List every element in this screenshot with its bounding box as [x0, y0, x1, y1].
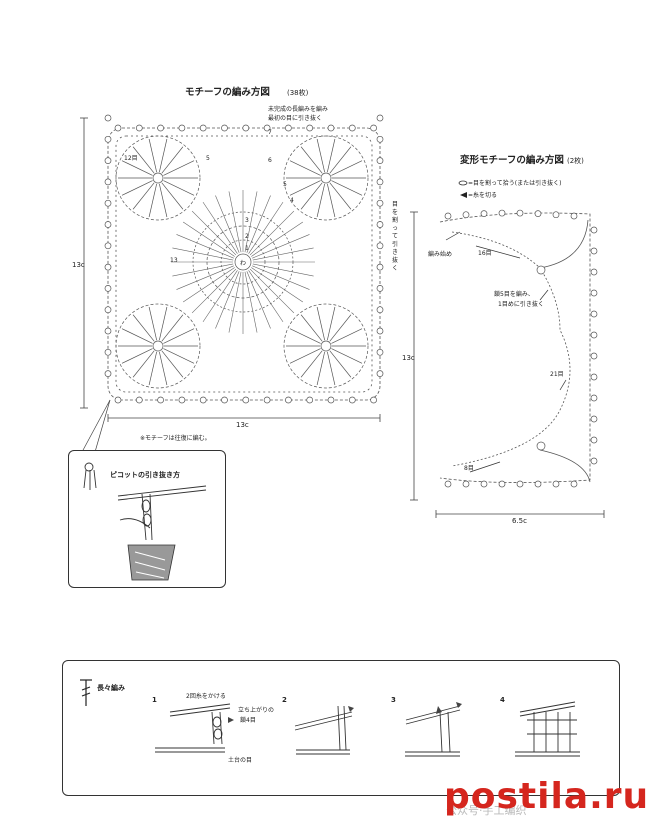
motif-footnote: ※モチーフは往復に編む。	[140, 434, 211, 442]
note-stand-1: 立ち上がりの	[238, 706, 274, 714]
motif-dim-height: 13c	[72, 261, 85, 269]
svg-text:て: て	[392, 233, 398, 240]
note-base: 土台の目	[228, 756, 252, 764]
svg-text:く: く	[392, 265, 398, 272]
stitch-box	[62, 660, 620, 796]
variant-picots	[444, 209, 598, 488]
treble-symbol-icon	[80, 679, 92, 706]
variant-label-chain-1: 鎖5目を編み、	[494, 290, 534, 298]
svg-text:目: 目	[392, 201, 398, 208]
stitch-title: 長々編み	[97, 683, 125, 692]
motif-corner-fans	[115, 135, 369, 389]
motif-note-top-1: 未完成の長編みを編み	[268, 105, 328, 113]
picot-title: ピコットの引き抜き方	[110, 470, 180, 479]
round-label-5: 5	[283, 181, 287, 188]
watermark-logo: postila.ru	[444, 776, 650, 817]
variant-title: 変形モチーフの編み方図	[460, 154, 564, 166]
step-label-3: 3	[391, 696, 396, 704]
step-label-4: 4	[500, 696, 505, 704]
variant-count: (2枚)	[567, 156, 584, 165]
round-label-4: 4	[290, 197, 294, 204]
round-label-1: 1	[245, 245, 249, 252]
legend-cut-icon	[460, 192, 467, 198]
variant-legend-2: =糸を切る	[468, 191, 497, 199]
motif-title: モチーフの編み方図	[185, 86, 270, 98]
round-label-3: 3	[245, 217, 249, 224]
svg-text:割: 割	[392, 216, 398, 224]
motif-dim-width: 13c	[236, 421, 249, 429]
round-label-5b: 5	[206, 155, 210, 162]
variant-diagram: 変形モチーフの編み方図 (2枚) =目を割って拾う(または引き抜く) =糸を切る…	[402, 154, 605, 525]
variant-dim-width: 6.5c	[512, 517, 527, 525]
variant-label-start: 編み始め	[428, 250, 452, 258]
step-label-1: 1	[152, 696, 157, 704]
motif-count: (38枚)	[287, 88, 309, 97]
motif-picots	[104, 114, 384, 404]
variant-label-16: 16目	[478, 250, 492, 257]
variant-label-21: 21目	[550, 371, 564, 378]
svg-text:引: 引	[392, 240, 398, 248]
picot-illustration: ピコットの引き抜き方	[83, 462, 207, 581]
watermark-text: 公众号·手工编织	[446, 804, 527, 817]
variant-outline	[439, 212, 591, 483]
round-label-7: 7	[268, 129, 272, 136]
legend-split-icon	[458, 180, 468, 186]
svg-text:き: き	[392, 249, 398, 256]
variant-label-chain-2: 1目めに引き抜く	[498, 300, 544, 308]
round-label-6: 6	[268, 157, 272, 164]
variant-legend-1: =目を割って拾う(または引き抜く)	[468, 179, 561, 187]
round-label-2: 2	[245, 233, 249, 240]
motif-note-top-2: 最初の目に引き抜く	[268, 114, 322, 122]
motif-spokes	[171, 190, 315, 334]
variant-ring-bottom	[536, 441, 546, 451]
step-label-2: 2	[282, 696, 287, 704]
svg-text:抜: 抜	[392, 256, 398, 264]
svg-text:っ: っ	[392, 225, 398, 232]
variant-label-8: 8目	[464, 465, 474, 472]
note-stand-2: 鎖4目	[240, 716, 256, 724]
round-label-12: 12目	[124, 155, 138, 162]
motif-chart-svg: モチーフの編み方図 (38枚) 未完成の長編みを編み 最初の目に引き抜く 13c…	[72, 86, 398, 453]
motif-diagram: モチーフの編み方図 (38枚) 未完成の長編みを編み 最初の目に引き抜く 13c…	[68, 86, 398, 588]
variant-ring-top	[536, 265, 546, 275]
variant-chart-svg: 変形モチーフの編み方図 (2枚) =目を割って拾う(または引き抜く) =糸を切る…	[402, 154, 605, 525]
svg-text:を: を	[392, 209, 398, 216]
round-label-13: 13	[170, 257, 178, 264]
variant-dim-height: 13c	[402, 354, 415, 362]
motif-center-mark: わ	[240, 260, 246, 267]
note-yarn: 2回糸をかける	[186, 692, 226, 700]
